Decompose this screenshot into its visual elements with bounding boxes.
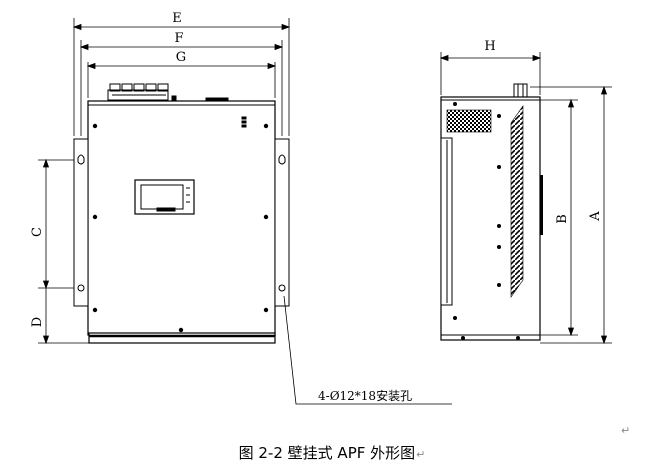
figure-caption: 图 2-2 壁挂式 APF 外形图↵ xyxy=(0,442,664,463)
dim-label-g: G xyxy=(176,50,186,65)
side-screws xyxy=(453,102,520,340)
dim-label-b: B xyxy=(555,214,570,224)
mounting-hole-note: 4-Ø12*18安装孔 xyxy=(318,388,412,403)
top-fitting xyxy=(513,83,528,99)
front-dimensions xyxy=(38,18,291,345)
dim-label-f: F xyxy=(174,31,183,46)
right-mount-bracket xyxy=(274,138,290,307)
mounting-holes xyxy=(77,154,286,292)
mounting-note-leader xyxy=(283,295,452,405)
dim-label-c: C xyxy=(30,227,45,237)
paragraph-mark-right: ↵ xyxy=(621,424,631,437)
base-plinth xyxy=(88,332,276,344)
dim-label-a: A xyxy=(588,211,603,222)
display-screen xyxy=(140,184,184,210)
top-vent xyxy=(446,109,492,133)
front-view xyxy=(73,83,290,344)
figure-caption-text: 图 2-2 壁挂式 APF 外形图 xyxy=(238,444,416,462)
dim-label-d: D xyxy=(30,317,45,327)
side-view xyxy=(440,83,543,341)
paragraph-mark: ↵ xyxy=(416,448,426,461)
side-dimensions xyxy=(439,52,612,345)
left-mount-bracket xyxy=(73,138,89,307)
side-grill xyxy=(510,105,524,298)
dim-label-e: E xyxy=(172,11,182,26)
side-cabinet xyxy=(440,96,541,341)
front-cabinet xyxy=(87,100,276,336)
terminal-blocks xyxy=(107,83,229,102)
front-screws xyxy=(92,123,269,333)
dim-label-h: H xyxy=(484,39,495,54)
